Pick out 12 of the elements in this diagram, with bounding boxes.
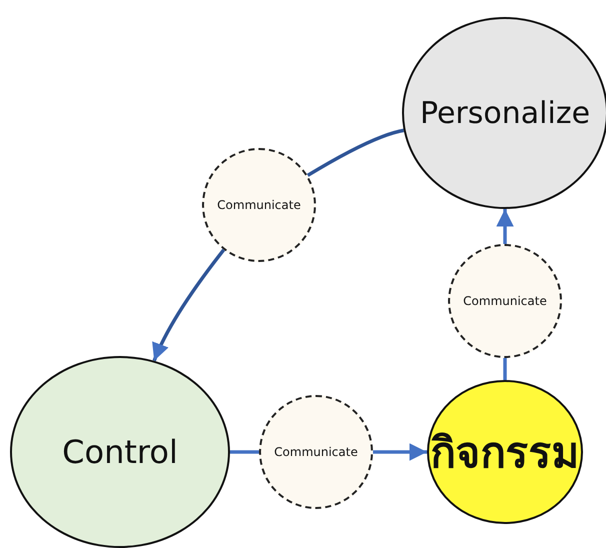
arrow [152,248,226,362]
connector-line [230,450,259,454]
circle-label: Communicate [463,294,547,308]
stage-label: กิจกรรม [430,427,580,479]
stage-label: Control [62,433,178,471]
connector-line [503,358,507,380]
stage-label: Personalize [420,96,590,130]
arrow [373,443,427,461]
connector-line [306,128,404,177]
arrow [496,209,514,244]
circle-label: Communicate [217,198,301,212]
circle-label: Communicate [274,445,358,459]
